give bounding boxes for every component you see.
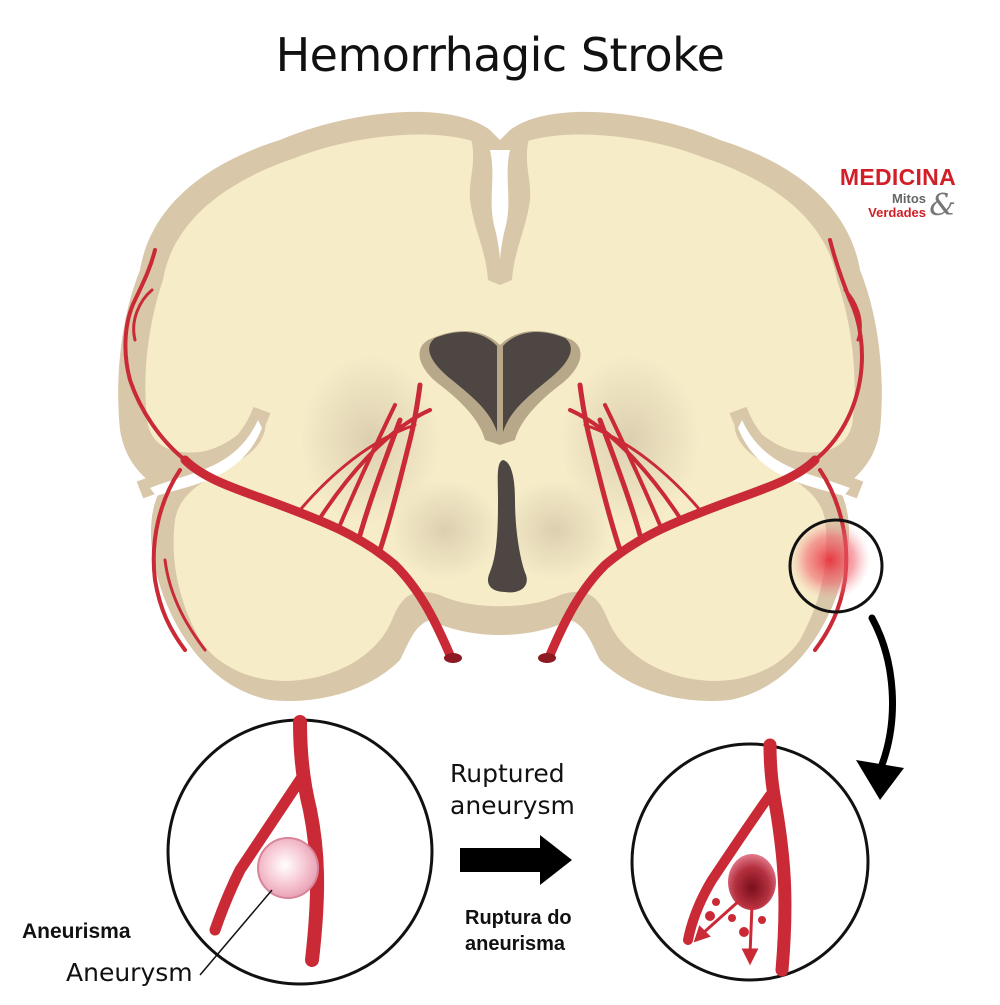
right-basal-ganglia <box>560 355 700 525</box>
hemorrhage-callout-circle <box>788 518 884 614</box>
left-sylvian-gap <box>150 420 262 496</box>
ruptured-sac <box>728 854 776 910</box>
right-sylvian-fissure <box>729 406 864 499</box>
left-basal-ganglia <box>300 355 440 525</box>
lateral-ventricles-dark <box>429 332 571 432</box>
blood-droplets <box>705 898 766 937</box>
logo-line-2: Mitos <box>892 191 926 206</box>
callout-arrow <box>856 614 904 800</box>
ruptured-aneurysm-inset <box>630 738 870 982</box>
aneurysm-sac <box>257 837 319 899</box>
cerebral-arteries <box>123 238 864 660</box>
brand-logo: MEDICINA Mitos Verdades & <box>828 164 968 226</box>
brain-coronal-section <box>118 111 882 701</box>
logo-ampersand: & <box>929 188 956 223</box>
page-title: Hemorrhagic Stroke <box>275 28 725 82</box>
bleed-arrows <box>693 898 759 966</box>
fissure-gap <box>490 150 510 262</box>
left-thalamus <box>390 480 500 580</box>
aneurysm-label-pt: Aneurisma <box>22 920 131 943</box>
left-artery-stump <box>444 653 462 663</box>
logo-line-3: Verdades <box>868 205 926 220</box>
left-sylvian-fissure <box>136 406 271 499</box>
aneurysm-leader-line <box>199 889 273 976</box>
logo-line-1: MEDICINA <box>839 164 956 190</box>
third-ventricle <box>487 460 527 593</box>
right-artery-stump <box>538 653 556 663</box>
ruptured-aneurysm-label-pt: Ruptura do aneurisma <box>465 907 572 955</box>
right-thalamus <box>500 480 610 580</box>
right-sylvian-gap <box>738 420 850 496</box>
aneurysm-label-en: Aneurysm <box>66 958 193 987</box>
hemorrhage-site <box>790 520 870 600</box>
ruptured-aneurysm-label-en: Ruptured aneurysm <box>450 759 575 820</box>
ruptured-arrow <box>460 835 572 885</box>
aneurysm-inset <box>166 715 434 986</box>
